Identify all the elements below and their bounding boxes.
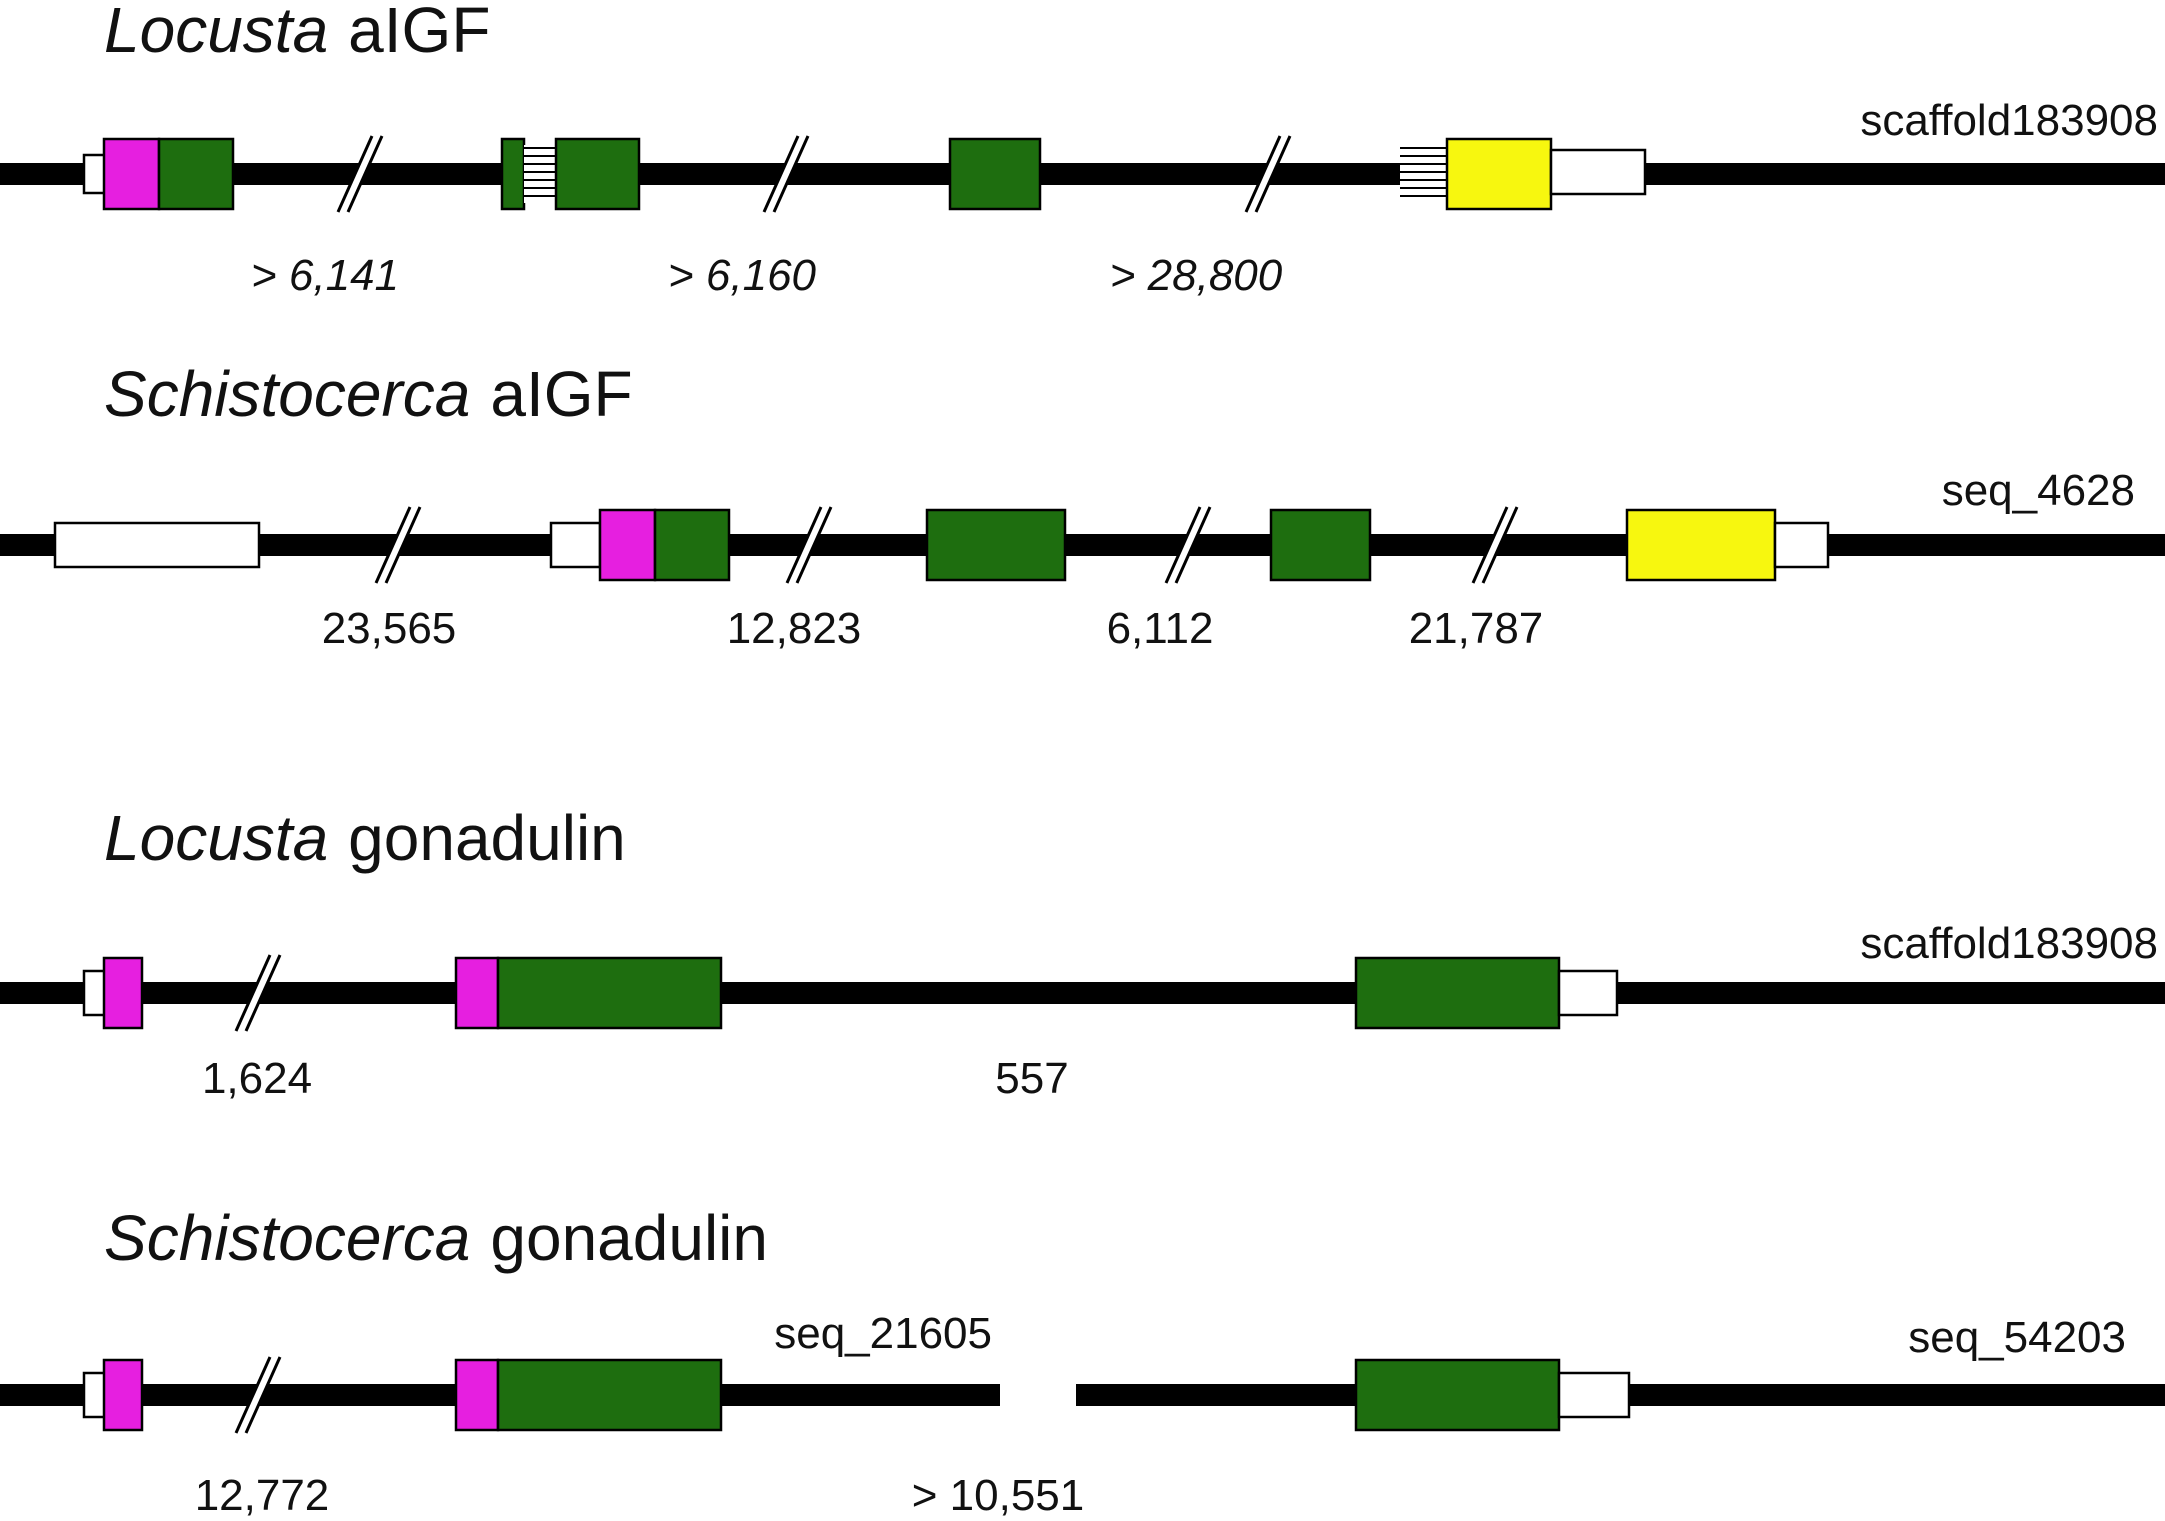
gene-title-name: aIGF [348,0,490,66]
scaffold-label: seq_4628 [1942,466,2135,515]
intron-distance-label: 1,624 [202,1054,312,1103]
coding-exon-box [157,137,235,211]
utr-box [1773,521,1830,569]
scaffold-label: scaffold183908 [1860,96,2158,145]
gene-schistocerca-gonadulin: Schistocerca gonadulin seq_21605 seq_5420… [0,1202,2165,1520]
genomic-backbone [0,163,2165,185]
coding-exon-box [1354,1358,1561,1432]
signal-peptide-box [102,1358,144,1432]
break-mark [336,135,384,213]
intron-distance-label: > 10,551 [912,1471,1085,1520]
hatched-region [1400,145,1447,203]
intron-distance-label: > 28,800 [1110,251,1283,300]
c-terminal-exon-box [1445,137,1553,211]
utr-box [1557,969,1619,1017]
signal-peptide-box [102,137,161,211]
intron-distance-label: 12,772 [195,1471,330,1520]
utr-box [82,969,108,1017]
coding-exon-box [1354,956,1561,1030]
scaffold-label: seq_21605 [774,1309,992,1358]
intron-distance-label: > 6,141 [251,251,399,300]
gene-locusta-gonadulin: Locusta gonadulin scaffold183908 1,624 55… [0,802,2165,1103]
gene-title-genus: Schistocerca [104,1202,470,1274]
coding-exon-box [500,137,526,211]
utr-box [53,521,261,569]
intron-distance-label: 12,823 [727,604,862,653]
break-mark [234,954,282,1032]
coding-exon-box [554,137,641,211]
gene-title-genus: Schistocerca [104,358,470,430]
break-mark [374,506,422,584]
gene-title-name: gonadulin [490,1202,768,1274]
scaffold-label: scaffold183908 [1860,919,2158,968]
signal-peptide-box [454,1358,500,1432]
intron-distance-label: > 6,160 [668,251,817,300]
intron-distance-label: 23,565 [322,604,457,653]
intron-distance-label: 557 [995,1054,1068,1103]
gene-locusta-aigf: Locusta aIGF scaffold183908 [0,0,2165,300]
utr-box [1557,1371,1631,1419]
coding-exon-box [496,1358,723,1432]
intron-distance-label: 21,787 [1409,604,1544,653]
signal-peptide-box [102,956,144,1030]
gene-title: Schistocerca gonadulin [104,1202,768,1274]
utr-box [549,521,602,569]
break-mark [1471,506,1519,584]
intron-distance-label: 6,112 [1107,604,1214,653]
hatched-region [524,145,556,203]
c-terminal-exon-box [1625,508,1777,582]
gene-schistocerca-aigf: Schistocerca aIGF seq_4628 [0,358,2165,653]
gene-title: Schistocerca aIGF [104,358,633,430]
signal-peptide-box [454,956,500,1030]
coding-exon-box [1269,508,1372,582]
gene-title-genus: Locusta [104,0,328,66]
break-mark [1164,506,1212,584]
break-mark [785,506,833,584]
utr-box [1549,148,1647,196]
coding-exon-box [653,508,731,582]
coding-exon-box [948,137,1042,211]
scaffold-label: seq_54203 [1908,1313,2126,1362]
break-mark [762,135,810,213]
gene-title-name: gonadulin [348,802,626,874]
coding-exon-box [496,956,723,1030]
utr-box [82,1371,108,1419]
gene-title: Locusta aIGF [104,0,490,66]
utr-box [82,153,108,195]
gene-title: Locusta gonadulin [104,802,626,874]
signal-peptide-box [598,508,657,582]
genomic-backbone [0,982,2165,1004]
genomic-backbone [0,534,2165,556]
gene-title-name: aIGF [490,358,632,430]
coding-exon-box [925,508,1067,582]
gene-title-genus: Locusta [104,802,328,874]
break-mark [1244,135,1292,213]
break-mark [234,1356,282,1434]
